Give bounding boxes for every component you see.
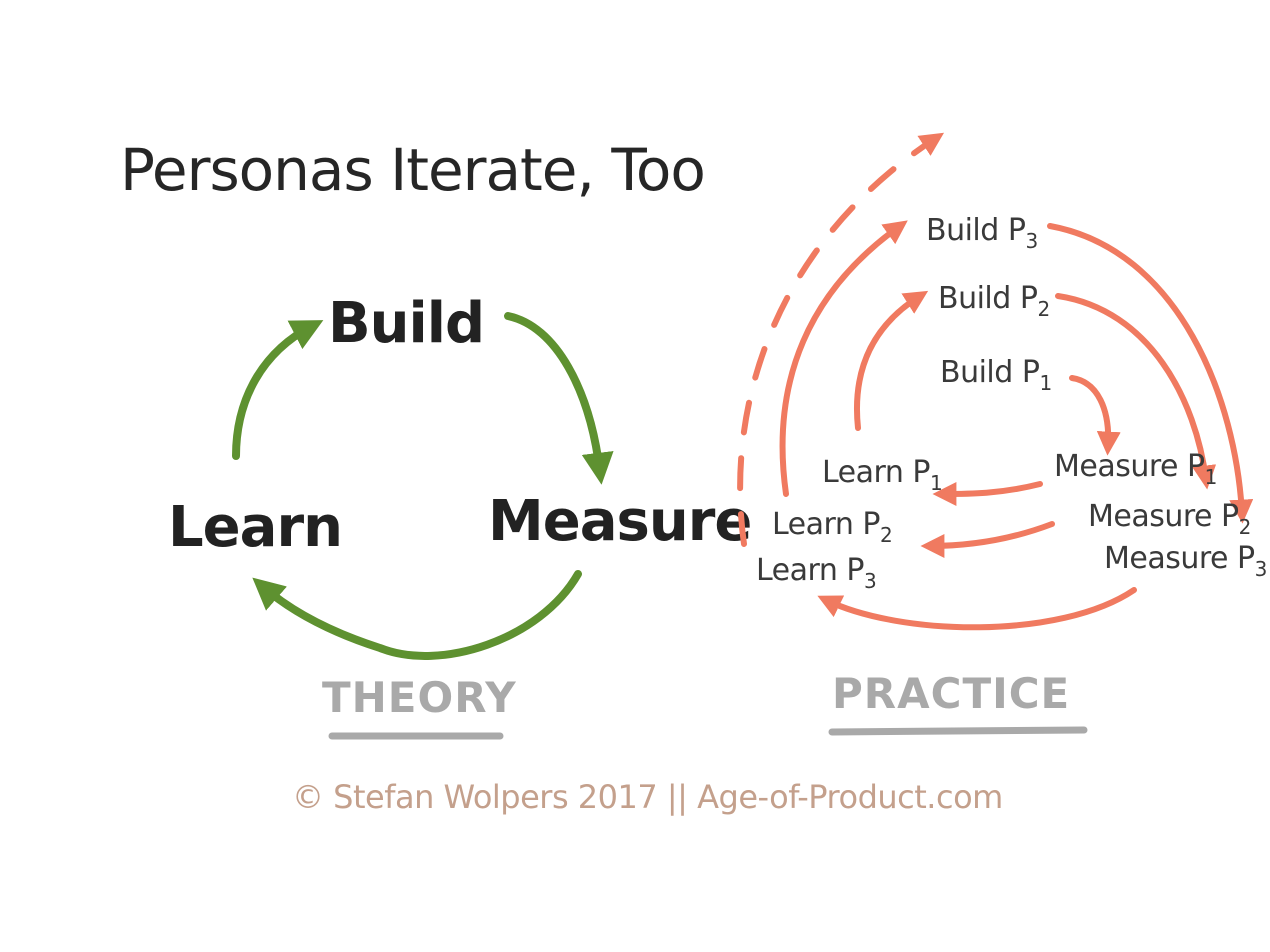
arrow-measure-p3-to-learn-p3 [817,587,1137,631]
practice-cycles: Build P3 Build P2 Build P1 Measure P1 Me… [737,132,1267,736]
practice-caption: PRACTICE [832,669,1070,718]
theory-measure-label: Measure [488,489,751,554]
theory-cycle: Build Measure Learn THEORY [168,291,752,740]
measure-p1-label: Measure P1 [1054,449,1217,489]
learn-p3-label: Learn P3 [756,553,876,593]
theory-caption: THEORY [322,673,517,722]
practice-caption-underline [828,726,1088,736]
arrow-measure-p1-to-learn-p1 [932,481,1043,506]
diagram-title: Personas Iterate, Too [120,136,705,204]
learn-p1-label: Learn P1 [822,455,942,495]
arrow-build-p3-to-measure-p3 [1047,223,1254,524]
theory-learn-label: Learn [168,495,342,560]
learn-p2-label: Learn P2 [772,507,892,547]
arrow-measure-to-learn [252,570,582,660]
arrow-build-p2-to-measure-p2 [1055,293,1217,490]
measure-p2-label: Measure P2 [1088,499,1251,539]
arrow-learn-p2-to-build-p3 [779,220,908,497]
arrow-build-to-measure [504,312,614,485]
arrow-learn-p1-to-build-p2 [854,290,929,431]
copyright-text: © Stefan Wolpers 2017 || Age-of-Product.… [292,778,1003,816]
measure-p3-label: Measure P3 [1104,541,1267,581]
arrow-measure-p2-to-learn-p2 [920,521,1055,558]
arrow-future-iteration-dashed [737,132,945,547]
build-p3-label: Build P3 [926,213,1038,253]
theory-build-label: Build [328,291,484,356]
build-p1-label: Build P1 [940,355,1052,395]
build-p2-label: Build P2 [938,281,1050,321]
arrow-learn-to-build [232,320,324,460]
arrow-build-p1-to-measure-p1 [1069,375,1121,456]
